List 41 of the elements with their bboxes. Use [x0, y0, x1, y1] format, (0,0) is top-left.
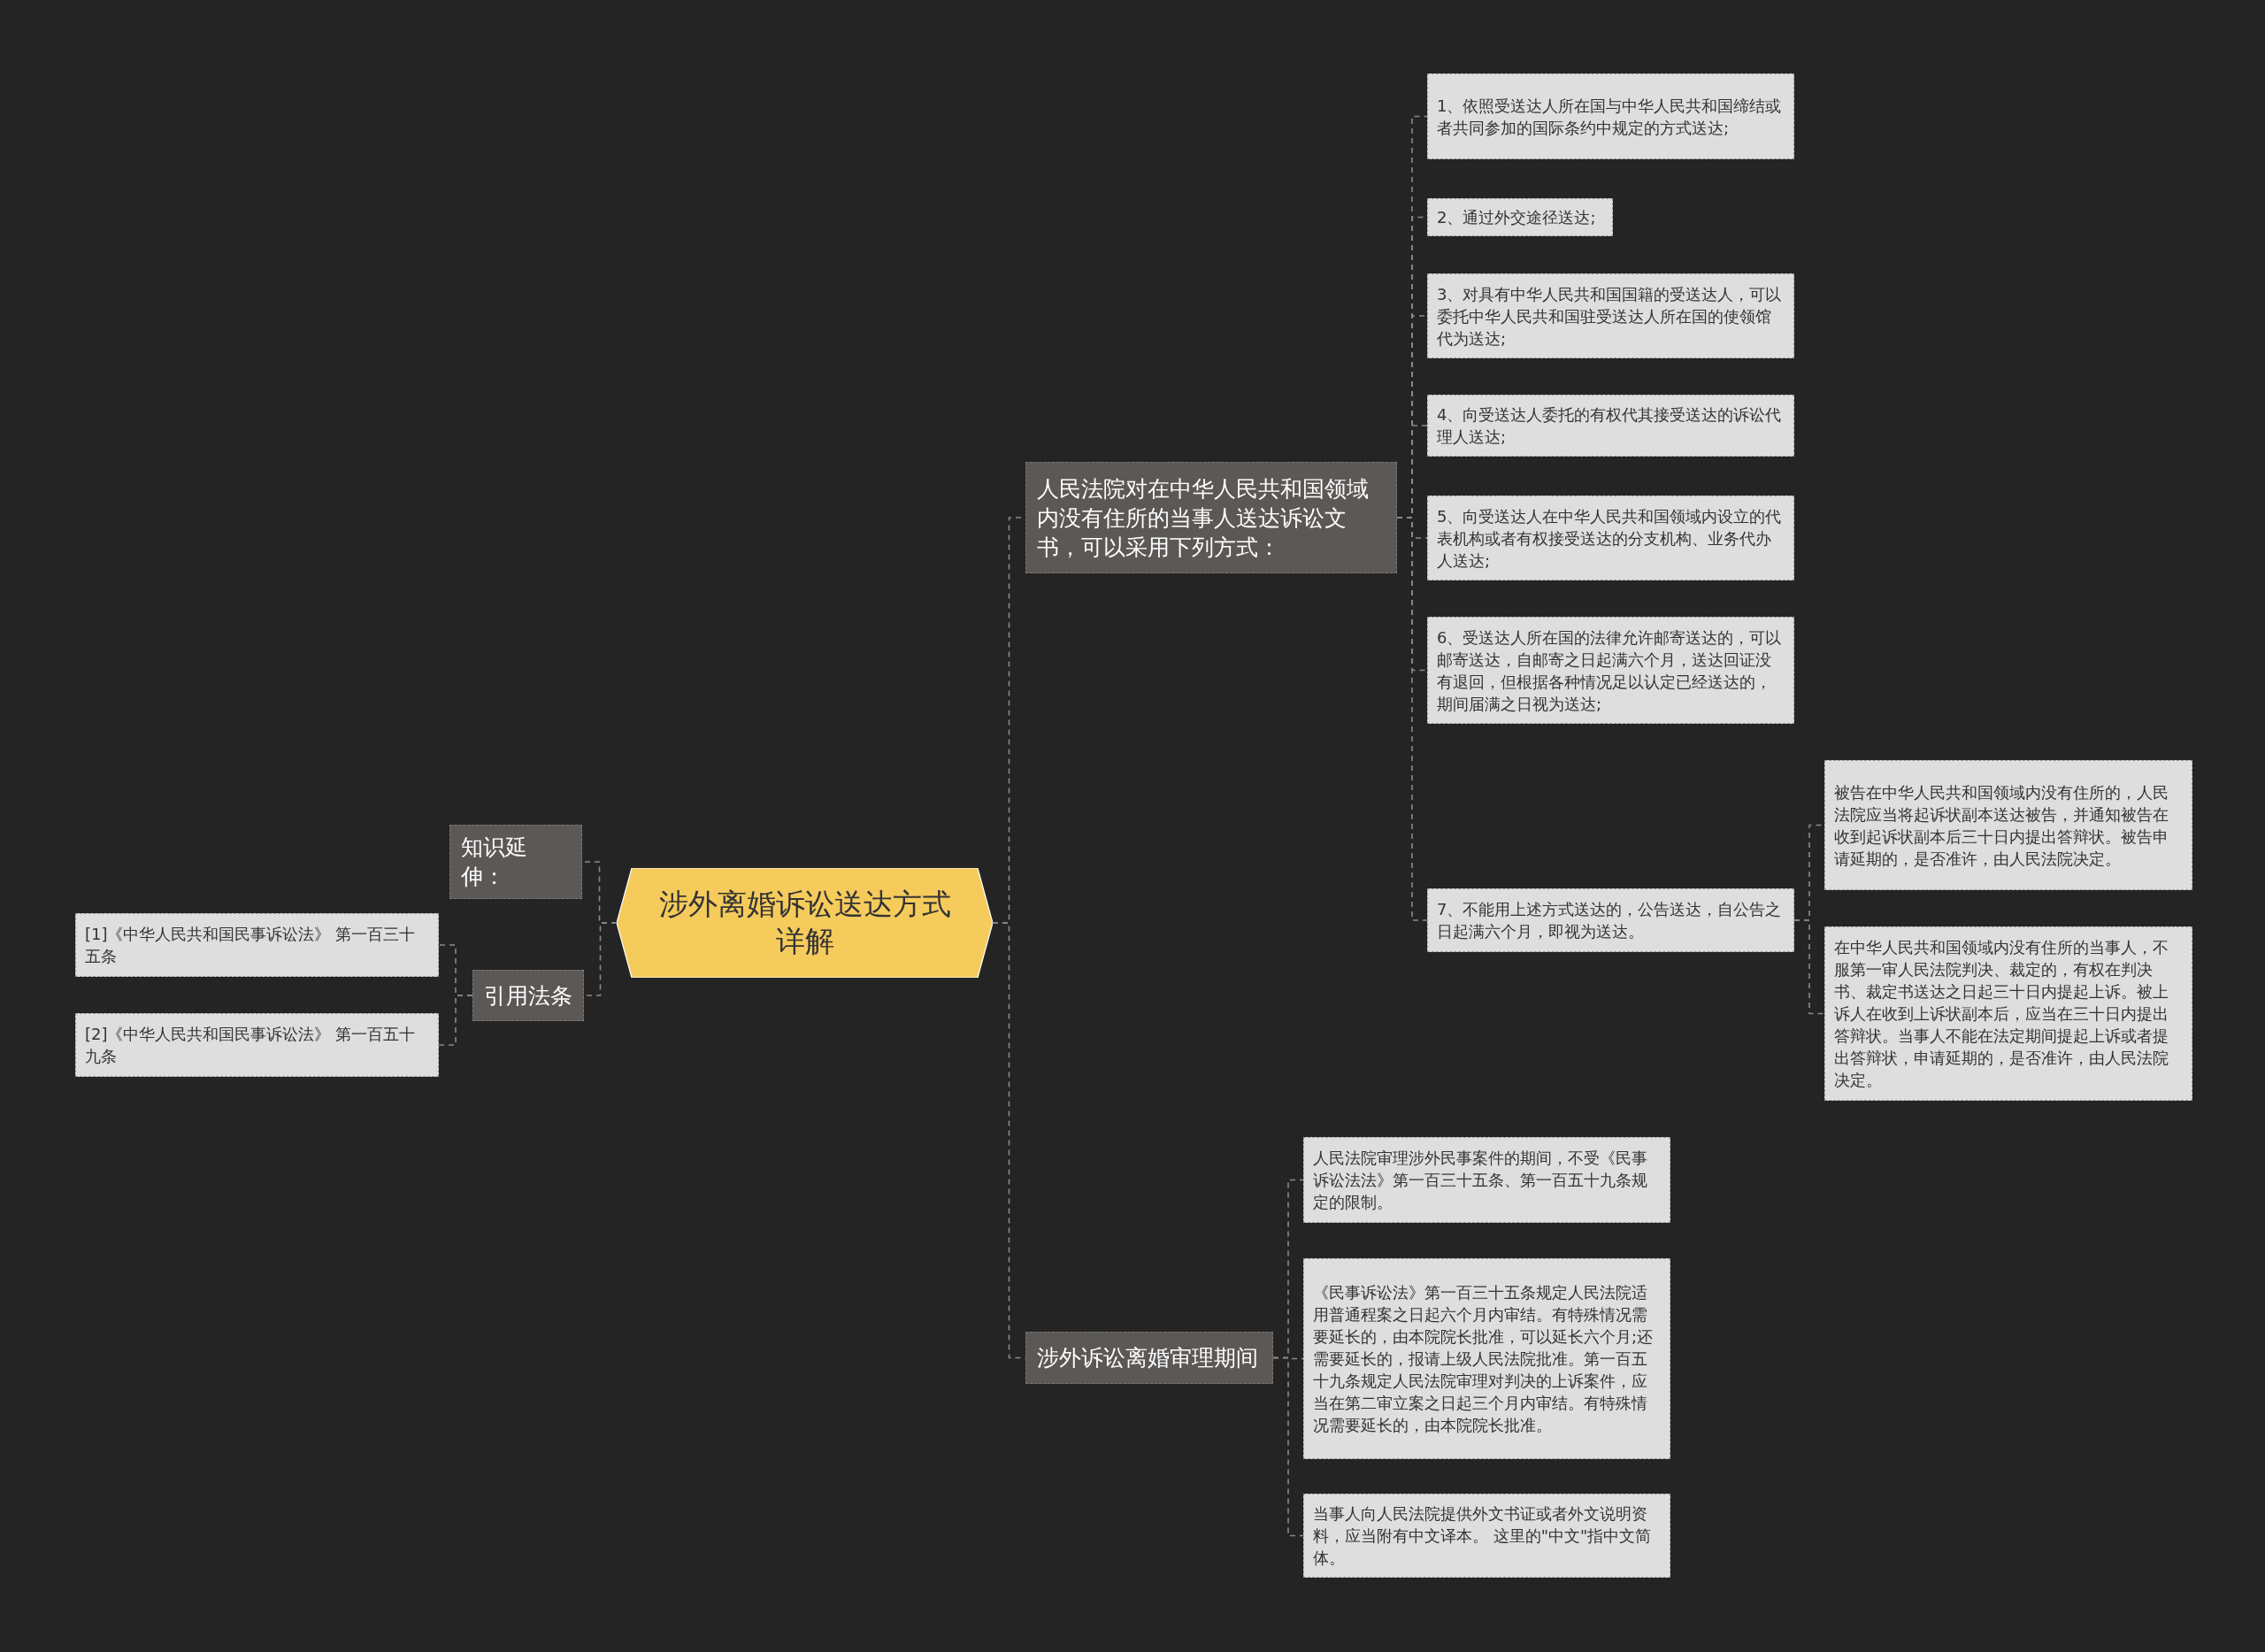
- node-text: 被告在中华人民共和国领域内没有住所的，人民法院应当将起诉状副本送达被告，并通知被告在收到起诉状副本后三十日内提出答辩状。被告申请延期的，是否准许，由人民法院决定。: [1834, 781, 2169, 870]
- connector-line: [1272, 1356, 1304, 1537]
- node-text: 2、通过外交途径送达;: [1437, 207, 1596, 228]
- note-box: [1303, 1137, 1670, 1223]
- node-text: 5、向受送达人在中华人民共和国领域内设立的代表机构或者有权接受送达的分支机构、业务代办人送达;: [1437, 505, 1783, 572]
- central-topic-hexagon: [617, 868, 993, 978]
- node-text: 涉外诉讼离婚审理期间: [1037, 1344, 1258, 1372]
- node-text: 人民法院对在中华人民共和国领域内没有住所的当事人送达诉讼文书，可以采用下列方式：: [1037, 474, 1370, 562]
- note-box: [1427, 273, 1794, 358]
- node-text: 引用法条: [484, 981, 572, 1010]
- note-box: [1303, 1494, 1670, 1578]
- node-text: 人民法院审理涉外民事案件的期间，不受《民事诉讼法法》第一百三十五条、第一百五十九条规定的限制。: [1313, 1148, 1648, 1213]
- node-text: 1、依照受送达人所在国与中华人民共和国缔结或者共同参加的国际条约中规定的方式送达;: [1437, 95, 1783, 139]
- note-box: [1427, 73, 1794, 159]
- note-box: [75, 1013, 439, 1077]
- node-text: 4、向受送达人委托的有权代其接受送达的诉讼代理人送达;: [1437, 404, 1783, 448]
- note-box: [1427, 198, 1613, 236]
- node-text: 《民事诉讼法》第一百三十五条规定人民法院适用普通程案之日起六个月内审结。有特殊情况需要延长的，由本院院长批准，可以延长六个月;还需要延长的，报请上级人民法院批准。第一百五十九条规定人民法院审理对判决的上诉案件，应当在第二审立案之日起三个月内审结。有特殊情况需要延长的，由本院院长批准。: [1313, 1282, 1655, 1436]
- topic-box: [1025, 1332, 1273, 1384]
- topic-box: [472, 970, 584, 1021]
- node-text: 知识延伸：: [461, 834, 528, 891]
- note-box: [75, 913, 439, 977]
- note-box: [1303, 1258, 1670, 1459]
- note-box: [1427, 617, 1794, 724]
- note-box: [1427, 496, 1794, 580]
- connector-line: [438, 995, 473, 1046]
- connector-line: [1793, 919, 1825, 1015]
- note-box: [1824, 926, 2192, 1101]
- node-text: 6、受送达人所在国的法律允许邮寄送达的，可以邮寄送达，自邮寄之日起满六个月，送达回证没有退回，但根据各种情况足以认定已经送达的，期间届满之日视为送达;: [1437, 626, 1783, 715]
- node-text: 3、对具有中华人民共和国国籍的受送达人，可以委托中华人民共和国驻受送达人所在国的使领馆代为送达;: [1437, 283, 1783, 350]
- node-text: [2]《中华人民共和国民事诉讼法》 第一百五十九条: [85, 1024, 417, 1067]
- note-box: [1824, 760, 2192, 890]
- node-text: [1]《中华人民共和国民事诉讼法》 第一百三十五条: [85, 924, 417, 967]
- note-box: [1427, 888, 1794, 952]
- topic-box: [1025, 462, 1397, 573]
- node-text: 当事人向人民法院提供外文书证或者外文说明资料，应当附有中文译本。 这里的"中文"指中文简体。: [1313, 1503, 1653, 1569]
- node-text: 7、不能用上述方式送达的，公告送达，自公告之日起满六个月，即视为送达。: [1437, 899, 1783, 942]
- note-box: [1427, 395, 1794, 457]
- node-text: 在中华人民共和国领域内没有住所的当事人，不服第一审人民法院判决、裁定的，有权在判决书、裁定书送达之日起三十日内提起上诉。被上诉人在收到上诉状副本后，应当在三十日内提出答辩状。当事人不能在法定期间提起上诉或者提出答辩状，申请延期的，是否准许，由人民法院决定。: [1834, 937, 2169, 1091]
- topic-box: [449, 825, 582, 899]
- node-text: 涉外离婚诉讼送达方式详解: [657, 886, 952, 960]
